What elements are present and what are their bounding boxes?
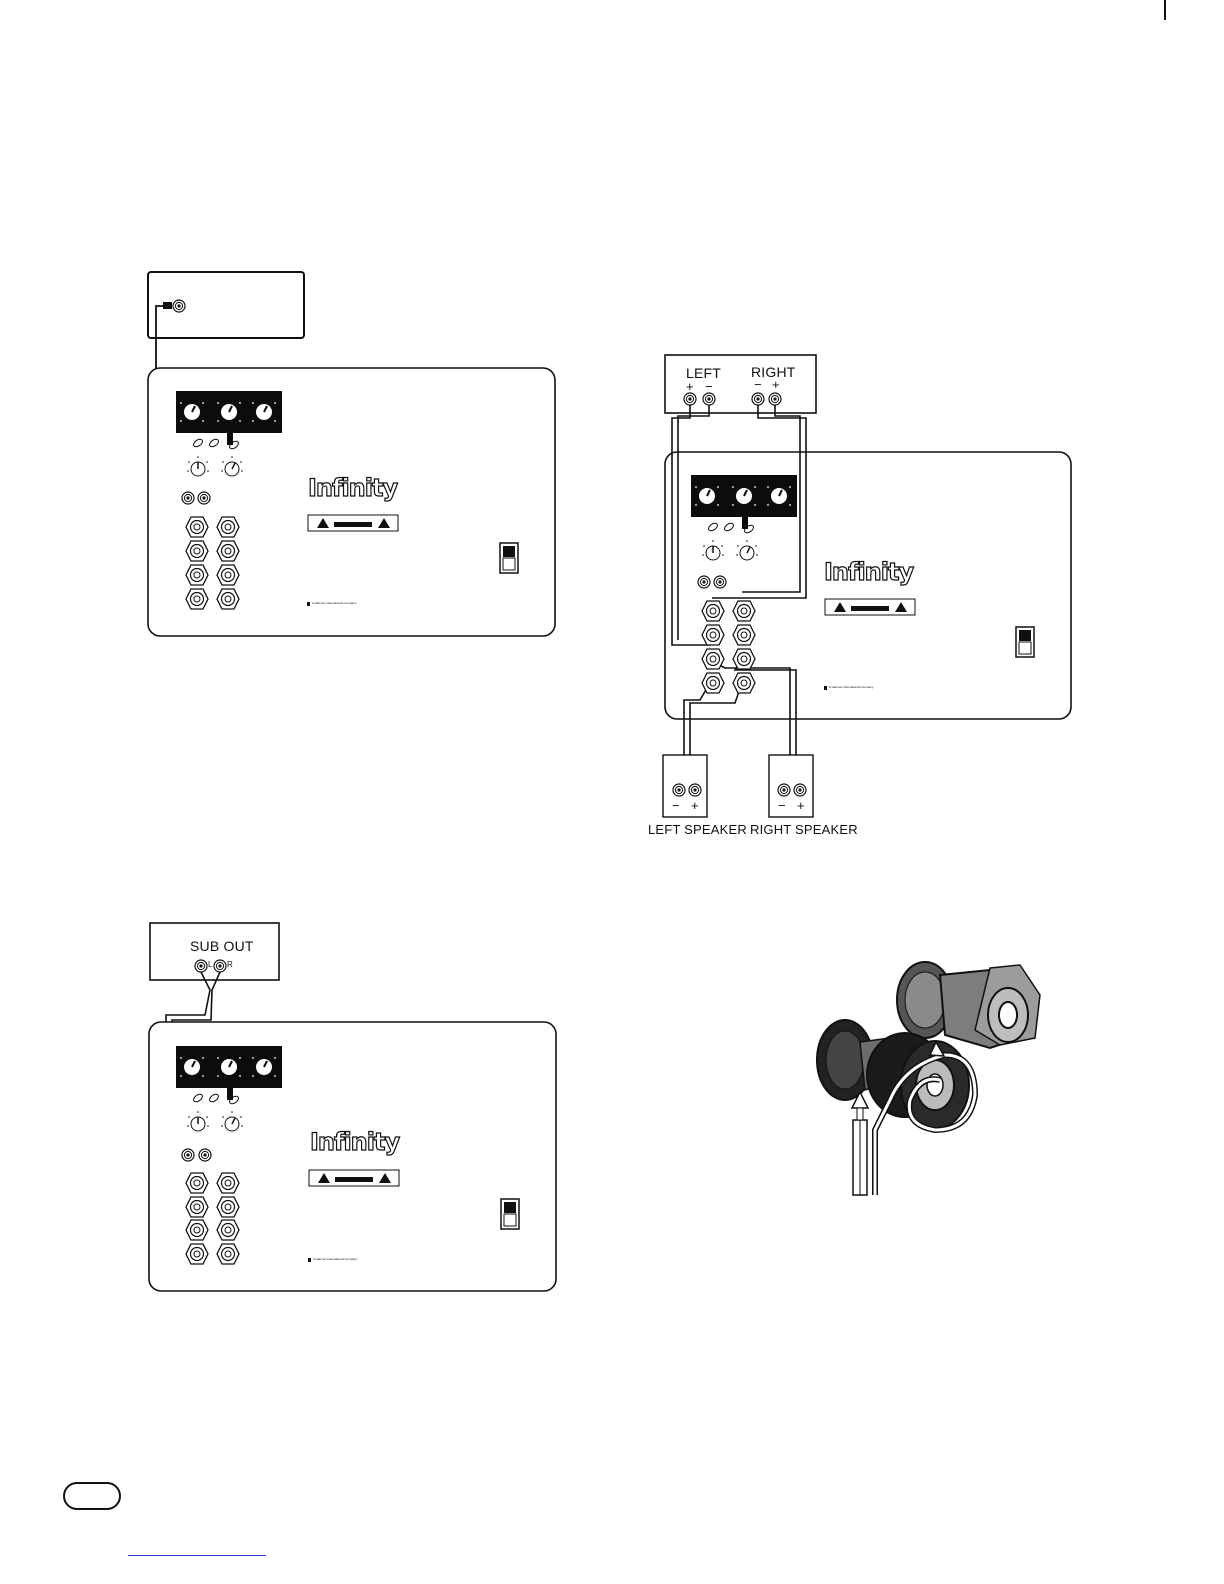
brand-logo: Infinity xyxy=(310,1130,399,1154)
power-switch xyxy=(501,1199,519,1229)
power-switch xyxy=(500,543,518,573)
footer-text: A Harman International Company xyxy=(829,686,873,689)
receiver-right-minus: − xyxy=(754,378,762,391)
left-speaker-box xyxy=(663,755,707,817)
line-in-left-jack xyxy=(182,492,194,504)
footer-text: A Harman International Company xyxy=(313,1258,357,1261)
sub-out-r-label: R xyxy=(227,961,233,969)
source-rca-jack xyxy=(173,300,185,312)
diagram-2 xyxy=(663,355,1071,817)
receiver-left-minus: − xyxy=(705,380,713,393)
power-switch xyxy=(1016,627,1034,657)
brand-logo: Infinity xyxy=(308,476,397,500)
right-speaker-label: RIGHT SPEAKER xyxy=(750,823,858,836)
left-speaker-minus: − xyxy=(672,799,680,812)
right-speaker-minus: − xyxy=(778,799,786,812)
link-underline[interactable] xyxy=(128,1555,266,1556)
page-number-oval xyxy=(63,1482,121,1510)
diagram-1 xyxy=(148,272,555,636)
left-speaker-label: LEFT SPEAKER xyxy=(648,823,747,836)
footer-text: A Harman International Company xyxy=(312,602,356,605)
sub-out-l-label: L xyxy=(208,961,212,969)
brand-logo: Infinity xyxy=(824,560,913,584)
warning-label xyxy=(309,1170,399,1186)
line-in-right-jack xyxy=(198,492,210,504)
warning-label xyxy=(825,599,915,615)
sub-out-label: SUB OUT xyxy=(190,939,254,953)
receiver-left-label: LEFT xyxy=(686,366,721,380)
receiver-left-plus: + xyxy=(686,380,694,393)
warning-label xyxy=(308,515,398,531)
right-speaker-box xyxy=(769,755,813,817)
binding-post-illustration xyxy=(817,962,1040,1195)
right-speaker-plus: + xyxy=(797,799,805,812)
diagram-3 xyxy=(149,923,556,1291)
receiver-right-plus: + xyxy=(772,378,780,391)
left-speaker-plus: + xyxy=(691,799,699,812)
